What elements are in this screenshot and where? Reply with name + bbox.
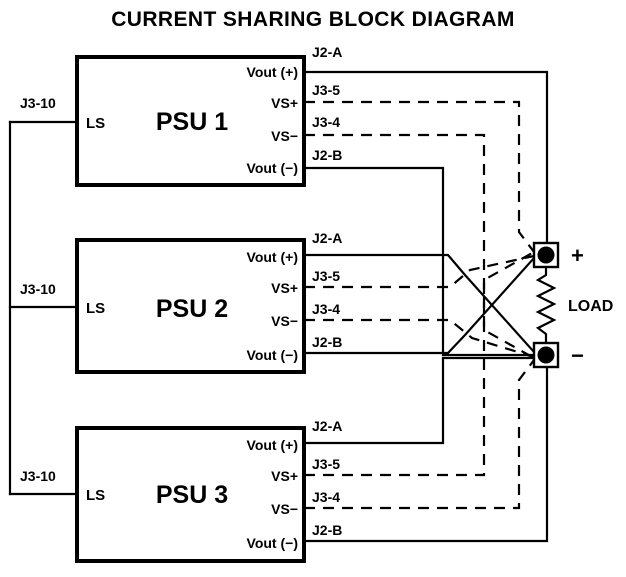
psu-1-conn-j35: J3-5 xyxy=(312,82,340,98)
psu-3-pin-vout-minus-label: Vout (−) xyxy=(247,535,298,551)
psu-2-pin-vout-plus-label: Vout (+) xyxy=(247,249,298,265)
psu-1-conn-j2a: J2-A xyxy=(312,44,342,60)
psu-2-name: PSU 2 xyxy=(156,295,228,323)
load-positive-label: + xyxy=(571,243,584,268)
wire-psu1-vout-plus xyxy=(302,70,549,257)
psu-3-name: PSU 3 xyxy=(156,481,228,509)
wire-psu3-vs-plus xyxy=(304,251,535,477)
psu-1-conn-j34: J3-4 xyxy=(312,114,340,130)
psu-2-pin-vs-plus-label: VS+ xyxy=(271,280,298,296)
wire-psu3-vout-plus xyxy=(302,356,536,445)
psu-3-ls-pin-label: LS xyxy=(86,487,105,504)
wire-psu2-vs-plus xyxy=(304,254,535,289)
psu-2-conn-j310: J3-10 xyxy=(20,281,56,297)
diagram-title: CURRENT SHARING BLOCK DIAGRAM xyxy=(111,8,515,31)
wire-psu3-vout-minus xyxy=(302,356,549,543)
psu-2-pin-vout-minus-label: Vout (−) xyxy=(247,347,298,363)
psu-1-pin-vs-minus-label: VS− xyxy=(271,128,298,144)
psu-1-wiring xyxy=(302,70,549,359)
psu-1-pin-vout-minus-label: Vout (−) xyxy=(247,160,298,176)
psu-2-conn-j35: J3-5 xyxy=(312,268,340,284)
psu-1-ls-pin-label: LS xyxy=(86,115,105,132)
psu-3-pin-vs-plus-label: VS+ xyxy=(271,468,298,484)
wire-psu2-vout-plus xyxy=(302,253,536,354)
psu-3-conn-j310: J3-10 xyxy=(20,468,56,484)
load-resistor-symbol xyxy=(535,265,557,345)
psu-1-conn-j310: J3-10 xyxy=(20,95,56,111)
wire-psu1-vout-minus xyxy=(302,166,536,357)
psu-2-conn-j34: J3-4 xyxy=(312,301,340,317)
psu-1-name: PSU 1 xyxy=(156,108,228,136)
psu-2-pin-vs-minus-label: VS− xyxy=(271,313,298,329)
load-positive-terminal-dot xyxy=(537,246,555,264)
psu-2-ls-pin-label: LS xyxy=(86,300,105,317)
psu-1-pin-vout-plus-label: Vout (+) xyxy=(247,64,298,80)
psu-1-conn-j2b: J2-B xyxy=(312,147,342,163)
psu-2-conn-j2a: J2-A xyxy=(312,230,342,246)
load-group: + LOAD − xyxy=(532,241,613,369)
psu-3-conn-j2b: J2-B xyxy=(312,522,342,538)
psu-3-group: PSU 3 LS Vout (+) VS+ VS− Vout (−) J2-A … xyxy=(20,418,342,563)
psu-2-group: PSU 2 LS Vout (+) VS+ VS− Vout (−) J2-A … xyxy=(20,230,342,374)
psu-3-wiring xyxy=(302,251,549,543)
load-negative-terminal-dot xyxy=(537,346,555,364)
psu-2-wiring xyxy=(302,253,536,359)
ls-share-bus xyxy=(8,120,79,496)
psu-2-conn-j2b: J2-B xyxy=(312,334,342,350)
wire-psu2-vs-minus xyxy=(304,318,535,359)
psu-1-group: PSU 1 LS Vout (+) VS+ VS− Vout (−) J2-A … xyxy=(20,44,342,187)
load-name-label: LOAD xyxy=(568,298,613,315)
psu-3-conn-j2a: J2-A xyxy=(312,418,342,434)
psu-3-conn-j34: J3-4 xyxy=(312,489,340,505)
load-negative-label: − xyxy=(571,343,584,368)
psu-1-pin-vs-plus-label: VS+ xyxy=(271,95,298,111)
wire-psu2-vout-minus xyxy=(302,256,536,355)
wire-psu3-vs-minus xyxy=(304,359,535,510)
wire-psu1-vs-minus xyxy=(304,133,535,359)
psu-3-pin-vs-minus-label: VS− xyxy=(271,501,298,517)
psu-3-conn-j35: J3-5 xyxy=(312,456,340,472)
psu-3-pin-vout-plus-label: Vout (+) xyxy=(247,437,298,453)
